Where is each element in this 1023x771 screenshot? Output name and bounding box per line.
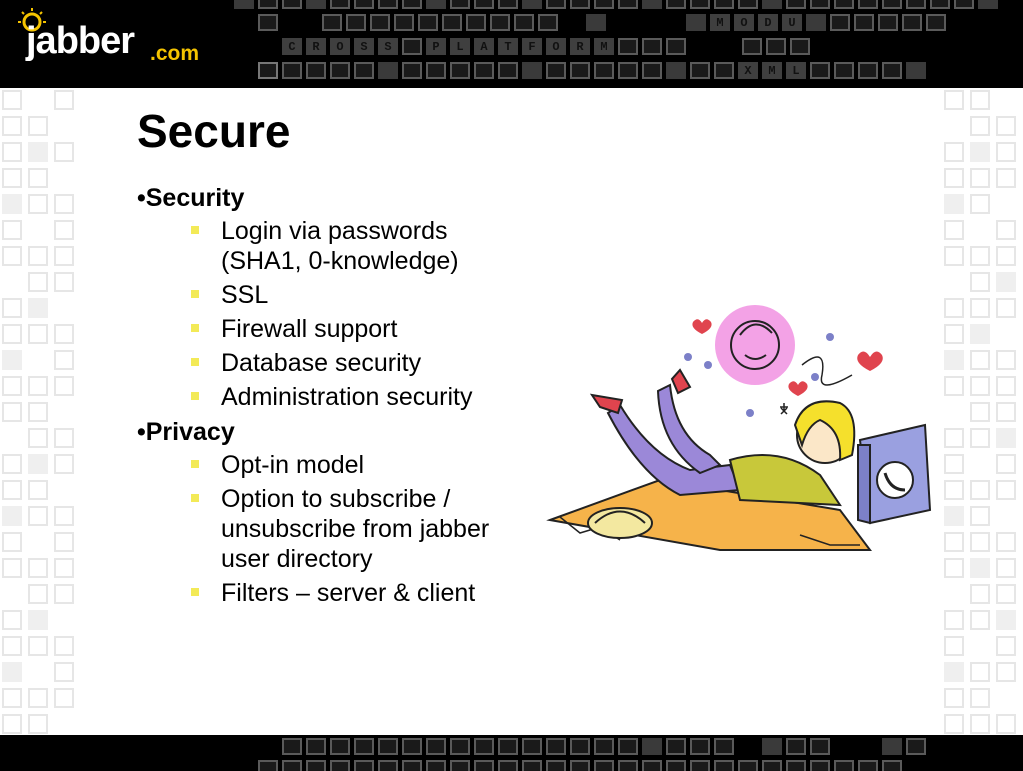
tile-letter: S — [378, 38, 398, 55]
header-tiles-row3: X M L — [258, 62, 926, 79]
list-item: Opt-in model — [191, 450, 537, 480]
tile-letter: R — [570, 38, 590, 55]
tile-letter: M — [594, 38, 614, 55]
header-band: jabber .com M O D U C R O S S P L A — [0, 0, 1023, 88]
tile-letter: L — [786, 62, 806, 79]
tile-letter: O — [546, 38, 566, 55]
logo-suffix: .com — [150, 42, 200, 65]
tile-letter: D — [758, 14, 778, 31]
footer-tiles-row2 — [258, 760, 902, 771]
list-item: Administration security — [191, 382, 537, 412]
footer-band — [0, 735, 1023, 771]
logo-word: jabber — [26, 20, 135, 62]
section-heading-privacy: •Privacy — [137, 418, 235, 446]
list-item: Option to subscribe / unsubscribe from j… — [191, 485, 490, 573]
tile-letter: L — [450, 38, 470, 55]
tile-letter: M — [762, 62, 782, 79]
list-item: Login via passwords (SHA1, 0-knowledge) — [191, 216, 491, 276]
header-tiles-row2: C R O S S P L A T F O R M — [282, 38, 810, 55]
list-item: Database security — [191, 348, 537, 378]
header-tiles-row1: M O D U — [258, 14, 946, 31]
list-item: Firewall support — [191, 314, 537, 344]
lightbulb-icon — [18, 8, 46, 32]
tile-letter: F — [522, 38, 542, 55]
left-decoration — [2, 90, 87, 734]
jabber-logo[interactable]: jabber .com — [12, 6, 212, 78]
list-item: Filters – server & client — [191, 578, 537, 608]
tile-letter: C — [282, 38, 302, 55]
tile-letter: X — [738, 62, 758, 79]
tile-letter: O — [330, 38, 350, 55]
girl-on-phone-illustration — [546, 305, 932, 551]
tile-letter: U — [782, 14, 802, 31]
tile-letter: S — [354, 38, 374, 55]
header-tiles-top — [234, 0, 998, 9]
section-heading-security: •Security — [137, 184, 245, 212]
right-decoration — [944, 90, 1023, 734]
list-item: SSL — [191, 280, 537, 310]
tile-letter: A — [474, 38, 494, 55]
tile-letter: R — [306, 38, 326, 55]
tile-letter: O — [734, 14, 754, 31]
tile-letter: P — [426, 38, 446, 55]
footer-tiles-row1 — [282, 738, 926, 755]
slide-title: Secure — [137, 105, 291, 157]
tile-letter: T — [498, 38, 518, 55]
tile-letter: M — [710, 14, 730, 31]
slide-body: •Security Login via passwords (SHA1, 0-k… — [137, 182, 537, 612]
